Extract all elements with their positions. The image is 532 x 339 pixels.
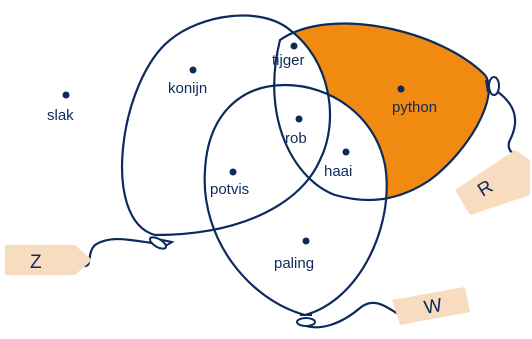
tag-r: R [455,150,530,215]
tag-z-label: Z [30,252,42,273]
tag-w: W [392,287,470,325]
dot-slak [62,91,70,99]
label-rob: rob [285,130,307,147]
label-tijger: tijger [272,52,305,69]
dot-potvis [229,168,237,176]
dot-tijger [290,42,298,50]
string-w [305,301,401,329]
knot-z-icon [148,236,175,250]
tag-z: Z [5,245,92,275]
label-haai: haai [324,163,352,180]
knot-w-icon [296,314,316,327]
set-w-outline [203,83,388,317]
dot-python [397,85,405,93]
set-r-outline [273,22,491,202]
label-potvis: potvis [210,181,249,198]
string-z [79,238,153,268]
dot-konijn [189,66,197,74]
set-z-outline [120,14,332,237]
dot-rob [295,115,303,123]
label-konijn: konijn [168,80,207,97]
knot-r-icon [485,76,500,96]
label-slak: slak [47,107,74,124]
label-python: python [392,99,437,116]
tag-w-label: W [423,295,444,319]
label-paling: paling [274,255,314,272]
dot-paling [302,237,310,245]
dot-haai [342,148,350,156]
string-r [497,91,519,159]
